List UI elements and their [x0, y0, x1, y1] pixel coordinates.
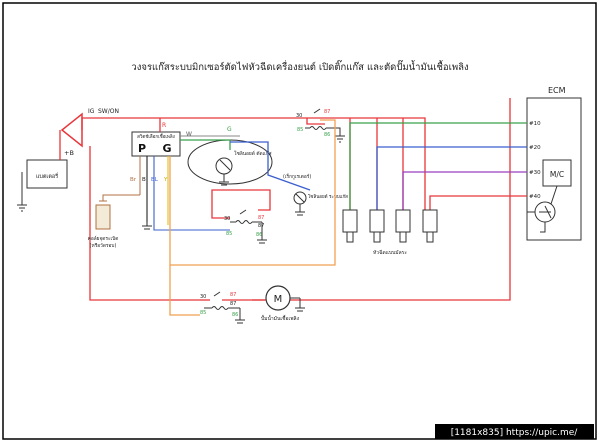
- wire-br-label: Br: [130, 177, 137, 183]
- ecm-ground-wire: [540, 222, 546, 233]
- wire-g-label: G: [227, 126, 232, 133]
- wire-y-label: Y: [163, 177, 168, 183]
- relay-mid-85: 85: [226, 231, 232, 237]
- ground-icon: [235, 319, 245, 324]
- blue-wire: [153, 156, 230, 231]
- coil-sub-label: (หรือวัดรอบ): [90, 242, 117, 249]
- selector-g: G: [162, 142, 171, 155]
- relay-top: [305, 108, 332, 130]
- sw-on-label: SW/ON: [98, 108, 119, 115]
- fuel-selector-box: [131, 131, 181, 157]
- relay-bottom-87: 87: [230, 292, 236, 298]
- ecm-pin-20: #20: [529, 145, 541, 151]
- ecm-purple-wire: [402, 171, 527, 210]
- relay-mid-86: 86: [256, 232, 262, 238]
- gas-solenoid-icon: [215, 157, 233, 175]
- ground-icon: [295, 307, 305, 312]
- mc-to-transistor: [550, 185, 558, 205]
- wire-bl-label: BL: [151, 177, 159, 183]
- ground-icon: [17, 204, 27, 212]
- plus-b-label: +B: [64, 149, 74, 157]
- solenoid-valve-label: โซลินอยด์ ตัดแก๊ส: [234, 150, 272, 157]
- ground-icon: [219, 181, 229, 186]
- solenoid-arrow: [219, 159, 231, 171]
- relay-bottom: [200, 291, 240, 310]
- relay-top-30: 30: [296, 113, 302, 119]
- ignition-switch-icon: [60, 112, 83, 148]
- injector-3: [395, 209, 411, 243]
- ground-icon: [257, 239, 267, 244]
- reducer-arrow: [295, 193, 305, 203]
- battery-label: แบตเตอรี่: [36, 172, 58, 180]
- relay-middle: [211, 198, 262, 224]
- relay-mid-87: 87: [258, 215, 264, 221]
- relay-bottom-85: 85: [200, 310, 206, 316]
- watermark-text: [1181x835] https://upic.me/: [451, 428, 579, 438]
- blue-solenoid-wire: [230, 141, 311, 191]
- ignition-coil: [95, 204, 111, 230]
- fuel-selector-label: สวิตช์เลือกเชื้อเพลิง: [137, 133, 175, 140]
- ground-icon: [142, 225, 152, 230]
- ecm-green-wire: [349, 122, 527, 210]
- orange-to-pump: [169, 265, 200, 316]
- wire-r-label: R: [162, 122, 166, 129]
- coil-brown-wire: [102, 194, 140, 201]
- relay-bottom-86: 86: [232, 312, 238, 318]
- injector-4: [422, 209, 438, 243]
- ground-icon: [295, 211, 305, 216]
- ground-icon: [335, 135, 345, 143]
- red-to-ecm: [252, 98, 511, 301]
- relay-top-ground: [332, 127, 341, 136]
- relay-mid-87b: 87: [258, 223, 264, 229]
- injector-1: [342, 209, 358, 243]
- reducer-label: (เร็กกูเรเตอร์): [283, 172, 311, 180]
- ecm-label: ECM: [548, 86, 566, 95]
- relay-bottom-30: 30: [200, 294, 206, 300]
- relay-mid-red: [211, 189, 271, 211]
- ecm-red-wire: [429, 195, 527, 210]
- relay-top-86: 86: [324, 132, 330, 138]
- green-selector-wire: [180, 139, 231, 150]
- wire-w-label: W: [186, 131, 192, 138]
- ecm-pin-30: #30: [529, 170, 541, 176]
- relay-bottom-87b: 87: [230, 301, 236, 307]
- main-power-wire: [81, 117, 426, 222]
- fuel-pump-label: ปั้มน้ำมันเชื้อเพลิง: [261, 313, 300, 322]
- relay-mid-30: 30: [224, 216, 230, 222]
- watermark-bg: [435, 424, 594, 439]
- ecm-pin-10: #10: [529, 121, 541, 127]
- ig-label: IG: [88, 108, 95, 115]
- ecm-transistor-line2: [544, 205, 552, 219]
- orange-wire: [169, 119, 336, 266]
- ecm-pin-40: #40: [529, 194, 541, 200]
- reducer-solenoid-label: โซลินอยด์ ระบบแก๊ส: [308, 193, 348, 200]
- motor-label: M: [274, 294, 283, 305]
- relay-top-85: 85: [297, 127, 303, 133]
- mc-label: M/C: [550, 170, 564, 179]
- relay-top-87: 87: [324, 109, 330, 115]
- injector-2: [369, 209, 385, 243]
- wire-b-label: B: [142, 177, 146, 183]
- battery-box: [26, 159, 68, 189]
- selector-p: P: [138, 142, 146, 155]
- diagram-title: วงจรแก๊สระบบมิกเซอร์ตัดไฟหัวฉีดเครื่องยน…: [131, 59, 468, 73]
- ecm-blue-wire: [376, 146, 527, 210]
- injectors-label: หัวฉีดแบบมัลระ: [373, 249, 407, 256]
- red-lower-branch: [89, 146, 200, 301]
- coil-label: คอล์ยจุดระเบิด: [88, 235, 119, 242]
